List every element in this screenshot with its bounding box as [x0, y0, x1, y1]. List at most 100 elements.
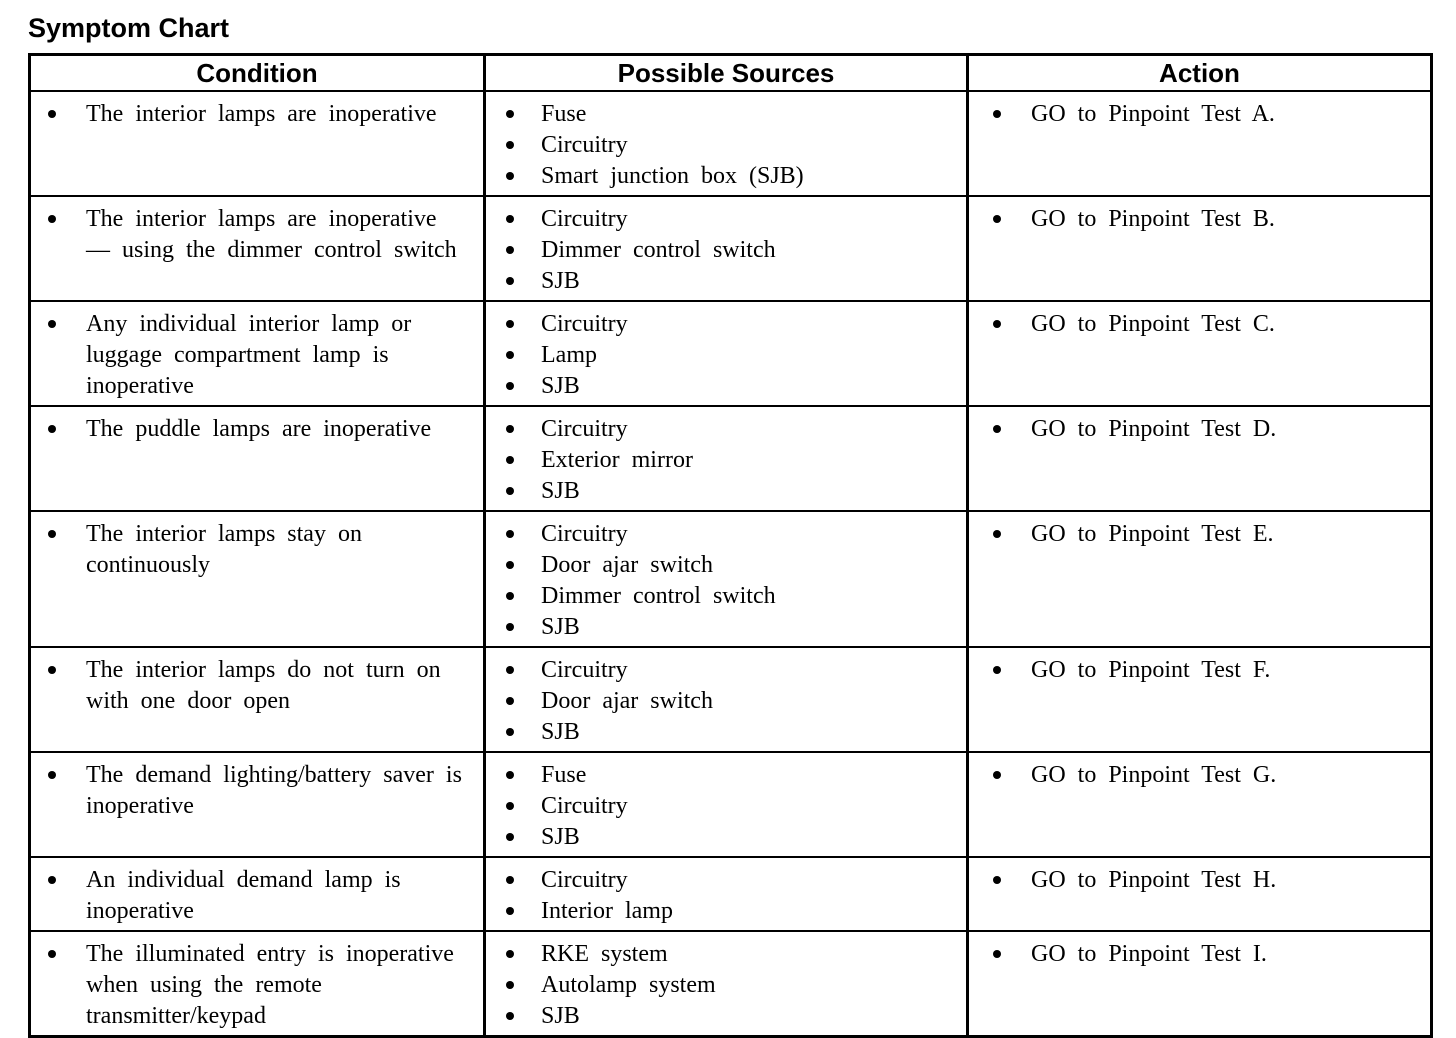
source-text: Circuitry	[541, 793, 628, 819]
condition-cell: The puddle lamps are inoperative	[28, 405, 486, 512]
action-text: GO to Pinpoint Test B.	[1031, 206, 1275, 232]
source-text: SJB	[541, 268, 580, 294]
bullet-icon	[506, 141, 514, 149]
bullet-icon	[48, 320, 56, 328]
source-text: Circuitry	[541, 416, 628, 442]
source-text: Dimmer control switch	[541, 583, 776, 609]
bullet-list-item: SJB	[486, 371, 966, 402]
bullet-list-item: RKE system	[486, 939, 966, 970]
bullet-list-item: GO to Pinpoint Test C.	[969, 309, 1430, 340]
bullet-list-item: Dimmer control switch	[486, 235, 966, 266]
action-cell: GO to Pinpoint Test H.	[966, 856, 1433, 932]
condition-cell: The interior lamps stay on continuously	[28, 510, 486, 648]
page-title: Symptom Chart	[28, 13, 230, 43]
bullet-icon	[506, 697, 514, 705]
bullet-list-item: Circuitry	[486, 791, 966, 822]
bullet-list-item: Door ajar switch	[486, 686, 966, 717]
bullet-icon	[506, 981, 514, 989]
column-header-condition: Condition	[28, 53, 486, 92]
condition-text: The illuminated entry is inoperative whe…	[86, 941, 454, 1029]
bullet-icon	[506, 246, 514, 254]
bullet-list-item: Circuitry	[486, 309, 966, 340]
bullet-icon	[48, 530, 56, 538]
bullet-icon	[506, 487, 514, 495]
source-text: RKE system	[541, 941, 668, 967]
bullet-icon	[506, 215, 514, 223]
bullet-list-item: The puddle lamps are inoperative	[31, 414, 483, 445]
action-cell: GO to Pinpoint Test E.	[966, 510, 1433, 648]
condition-cell: The demand lighting/battery saver is ino…	[28, 751, 486, 858]
source-text: Lamp	[541, 342, 597, 368]
action-text: GO to Pinpoint Test C.	[1031, 311, 1275, 337]
bullet-icon	[506, 530, 514, 538]
bullet-list-item: The interior lamps stay on continuously	[31, 519, 483, 581]
bullet-icon	[506, 907, 514, 915]
source-text: Door ajar switch	[541, 552, 713, 578]
bullet-icon	[506, 110, 514, 118]
condition-cell: The interior lamps are inoperative — usi…	[28, 195, 486, 302]
bullet-icon	[993, 320, 1001, 328]
bullet-list-item: Any individual interior lamp or luggage …	[31, 309, 483, 402]
condition-text: The interior lamps stay on continuously	[86, 521, 362, 578]
bullet-list-item: Circuitry	[486, 130, 966, 161]
bullet-icon	[506, 561, 514, 569]
bullet-icon	[993, 950, 1001, 958]
bullet-icon	[993, 771, 1001, 779]
condition-text: The interior lamps do not turn on with o…	[86, 657, 441, 714]
bullet-icon	[506, 728, 514, 736]
bullet-icon	[506, 802, 514, 810]
action-cell: GO to Pinpoint Test F.	[966, 646, 1433, 753]
bullet-icon	[48, 950, 56, 958]
bullet-list-item: Lamp	[486, 340, 966, 371]
condition-cell: An individual demand lamp is inoperative	[28, 856, 486, 932]
bullet-icon	[993, 530, 1001, 538]
table-row: The demand lighting/battery saver is ino…	[28, 751, 1433, 858]
bullet-list-item: GO to Pinpoint Test D.	[969, 414, 1430, 445]
source-text: SJB	[541, 614, 580, 640]
action-text: GO to Pinpoint Test E.	[1031, 521, 1274, 547]
bullet-list-item: Circuitry	[486, 204, 966, 235]
source-text: Door ajar switch	[541, 688, 713, 714]
source-text: Exterior mirror	[541, 447, 693, 473]
bullet-list-item: Fuse	[486, 760, 966, 791]
source-text: SJB	[541, 478, 580, 504]
bullet-icon	[506, 277, 514, 285]
bullet-list-item: Autolamp system	[486, 970, 966, 1001]
source-text: Dimmer control switch	[541, 237, 776, 263]
bullet-list-item: Door ajar switch	[486, 550, 966, 581]
bullet-icon	[48, 771, 56, 779]
bullet-list-item: Circuitry	[486, 865, 966, 896]
source-text: SJB	[541, 1003, 580, 1029]
bullet-icon	[993, 425, 1001, 433]
bullet-list-item: Fuse	[486, 99, 966, 130]
action-cell: GO to Pinpoint Test D.	[966, 405, 1433, 512]
bullet-icon	[506, 425, 514, 433]
bullet-icon	[506, 666, 514, 674]
bullet-icon	[506, 623, 514, 631]
condition-text: The demand lighting/battery saver is ino…	[86, 762, 462, 819]
bullet-list-item: SJB	[486, 476, 966, 507]
bullet-icon	[506, 172, 514, 180]
header-row: Condition Possible Sources Action	[28, 53, 1433, 92]
source-text: Smart junction box (SJB)	[541, 163, 804, 189]
bullet-icon	[506, 320, 514, 328]
table-row: The puddle lamps are inoperative Circuit…	[28, 405, 1433, 512]
source-text: Fuse	[541, 101, 587, 127]
table-row: The interior lamps are inoperative — usi…	[28, 195, 1433, 302]
bullet-list-item: Circuitry	[486, 414, 966, 445]
source-text: Circuitry	[541, 132, 628, 158]
table-header: Condition Possible Sources Action	[28, 53, 1433, 92]
bullet-list-item: GO to Pinpoint Test F.	[969, 655, 1430, 686]
bullet-icon	[506, 771, 514, 779]
bullet-list-item: GO to Pinpoint Test G.	[969, 760, 1430, 791]
column-header-action: Action	[966, 53, 1433, 92]
source-text: Circuitry	[541, 657, 628, 683]
condition-cell: Any individual interior lamp or luggage …	[28, 300, 486, 407]
condition-cell: The interior lamps are inoperative	[28, 90, 486, 197]
bullet-list-item: Circuitry	[486, 655, 966, 686]
